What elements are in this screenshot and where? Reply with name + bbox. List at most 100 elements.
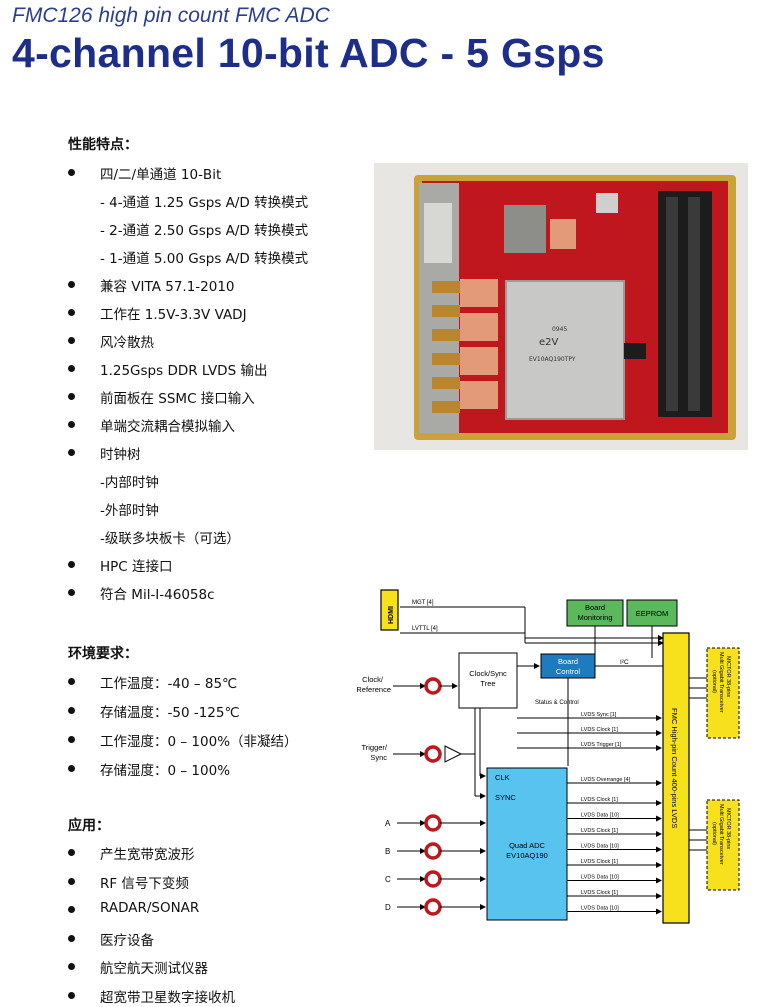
application-bullet xyxy=(68,906,75,913)
feature-item: HPC 连接口 xyxy=(100,559,173,575)
feature-bullet xyxy=(68,589,75,596)
adc-input-label: C xyxy=(385,875,391,884)
feature-item: 工作在 1.5V-3.3V VADJ xyxy=(100,307,247,323)
lvttl-label: LVTTL [4] xyxy=(412,626,438,632)
feature-item: 符合 Mil-I-46058c xyxy=(100,587,215,603)
clock-ref-label-2: Reference xyxy=(356,685,391,694)
feature-item: 四/二/单通道 10-Bit xyxy=(100,167,222,183)
signal-label: LVDS Data [10] xyxy=(581,844,619,850)
environment-item: 存储温度：-50 -125℃ xyxy=(100,705,240,721)
adc-input-label: A xyxy=(385,819,391,828)
quad-adc-label-1: Quad ADC xyxy=(509,841,545,850)
application-item: RF 信号下变频 xyxy=(100,875,189,892)
block-diagram: HDMI MGT [4] LVTTL [4] Board Monitoring … xyxy=(356,589,740,924)
feature-item: - 1-通道 5.00 Gsps A/D 转换模式 xyxy=(100,251,309,267)
application-bullet xyxy=(68,849,75,856)
application-bullet xyxy=(68,991,75,999)
signal-label: LVDS Clock [1] xyxy=(581,727,618,733)
status-control-label: Status & Control xyxy=(535,700,579,706)
header-subtitle: FMC126 high pin count FMC ADC xyxy=(12,4,330,27)
transceiver-top-block xyxy=(706,647,740,739)
fmc-connector-label: FMC High-pin Count 400-pins LVDS xyxy=(670,708,679,828)
clock-input-connector xyxy=(424,677,442,695)
application-bullet xyxy=(68,877,75,885)
signal-label: LVDS Data [10] xyxy=(581,813,619,819)
feature-item: 单端交流耦合模拟输入 xyxy=(100,419,235,435)
adc-input-connector xyxy=(424,870,442,888)
application-bullet xyxy=(68,963,75,970)
chip-text-0945: 0945 xyxy=(552,326,567,333)
chip-text-part: EV10AQ190TPY xyxy=(529,356,576,363)
feature-item: 兼容 VITA 57.1-2010 xyxy=(100,279,235,295)
feature-item: 风冷散热 xyxy=(100,335,154,351)
feature-bullet xyxy=(68,561,75,568)
feature-item: 1.25Gsps DDR LVDS 输出 xyxy=(100,363,268,379)
adc-input-connector xyxy=(424,842,442,860)
clock-sync-tree-label-2: Tree xyxy=(480,679,495,688)
board-monitoring-label-1: Board xyxy=(585,603,605,612)
transceiver-bottom-block xyxy=(706,799,740,891)
clk-label: CLK xyxy=(495,773,510,782)
application-item: RADAR/SONAR xyxy=(100,900,200,916)
feature-item: -内部时钟 xyxy=(100,475,159,491)
environment-bullet xyxy=(68,678,75,685)
feature-item: 时钟树 xyxy=(100,447,141,463)
signal-label: LVDS Clock [1] xyxy=(581,797,618,803)
signal-label: LVDS Clock [1] xyxy=(581,828,618,834)
application-bullet xyxy=(68,934,75,942)
signal-label: LVDS Data [10] xyxy=(581,906,619,912)
signal-label: LVDS Data [10] xyxy=(581,875,619,881)
transceiver-top-label-2: Multi Gigabit Transceiver xyxy=(718,652,724,713)
quad-adc-label-2: EV10AQ190 xyxy=(506,851,548,860)
features-heading: 性能特点： xyxy=(68,137,138,153)
quad-adc-block xyxy=(486,767,568,921)
eeprom-label: EEPROM xyxy=(636,609,669,618)
application-item: 航空航天测试仪器 xyxy=(100,961,208,977)
feature-bullet xyxy=(68,169,75,176)
adc-input-connector xyxy=(424,898,442,916)
application-item: 超宽带卫星数字接收机 xyxy=(100,989,235,1006)
signal-label: LVDS Overrange [4] xyxy=(581,777,631,783)
transceiver-bottom-label-2: Multi Gigabit Transceiver xyxy=(718,804,724,865)
signal-label: LVDS Trigger [1] xyxy=(581,742,622,748)
application-item: 产生宽带宽波形 xyxy=(100,847,195,863)
chip-text-e2v: e2V xyxy=(539,337,559,348)
transceiver-bottom-label-1: MICTOR 38-pins xyxy=(725,808,731,849)
environment-bullet xyxy=(68,736,75,743)
board-control-label-1: Board xyxy=(558,657,578,666)
signal-label: LVDS Clock [1] xyxy=(581,890,618,896)
feature-bullet xyxy=(68,281,75,288)
clock-sync-tree-block xyxy=(458,652,518,709)
adc-input-label: B xyxy=(385,847,390,856)
mgt-label: MGT [4] xyxy=(412,600,434,606)
adc-input-label: D xyxy=(385,903,391,912)
environment-item: 工作温度：-40 – 85℃ xyxy=(100,676,238,692)
feature-bullet xyxy=(68,421,75,428)
applications-heading: 应用： xyxy=(68,818,110,834)
adc-input-connector xyxy=(424,814,442,832)
feature-item: - 2-通道 2.50 Gsps A/D 转换模式 xyxy=(100,223,309,239)
hdmi-block xyxy=(380,589,399,631)
sync-label: SYNC xyxy=(495,793,516,802)
environment-heading: 环境要求： xyxy=(68,646,138,662)
product-photo: 0945 e2V EV10AQ190TPY xyxy=(374,163,748,450)
feature-bullet xyxy=(68,309,75,316)
trigger-label-1: Trigger/ xyxy=(361,743,387,752)
signal-label: LVDS Sync [1] xyxy=(581,712,617,718)
feature-item: - 4-通道 1.25 Gsps A/D 转换模式 xyxy=(100,195,309,211)
feature-bullet xyxy=(68,393,75,400)
environment-item: 存储湿度：0 – 100% xyxy=(100,763,231,779)
feature-item: -外部时钟 xyxy=(100,503,159,519)
environment-bullet xyxy=(68,765,75,772)
transceiver-bottom-label-3: (optional) xyxy=(711,822,717,845)
feature-item: 前面板在 SSMC 接口输入 xyxy=(100,391,255,407)
trigger-input-connector xyxy=(424,745,442,763)
application-item: 医疗设备 xyxy=(100,932,154,949)
fmc-connector-block xyxy=(662,632,690,924)
clock-sync-tree-label-1: Clock/Sync xyxy=(469,669,507,678)
clock-ref-label-1: Clock/ xyxy=(362,675,384,684)
board-control-label-2: Control xyxy=(556,667,581,676)
transceiver-top-label-3: (optional) xyxy=(711,670,717,693)
environment-item: 工作湿度：0 – 100%（非凝结） xyxy=(100,734,298,750)
feature-bullet xyxy=(68,365,75,372)
